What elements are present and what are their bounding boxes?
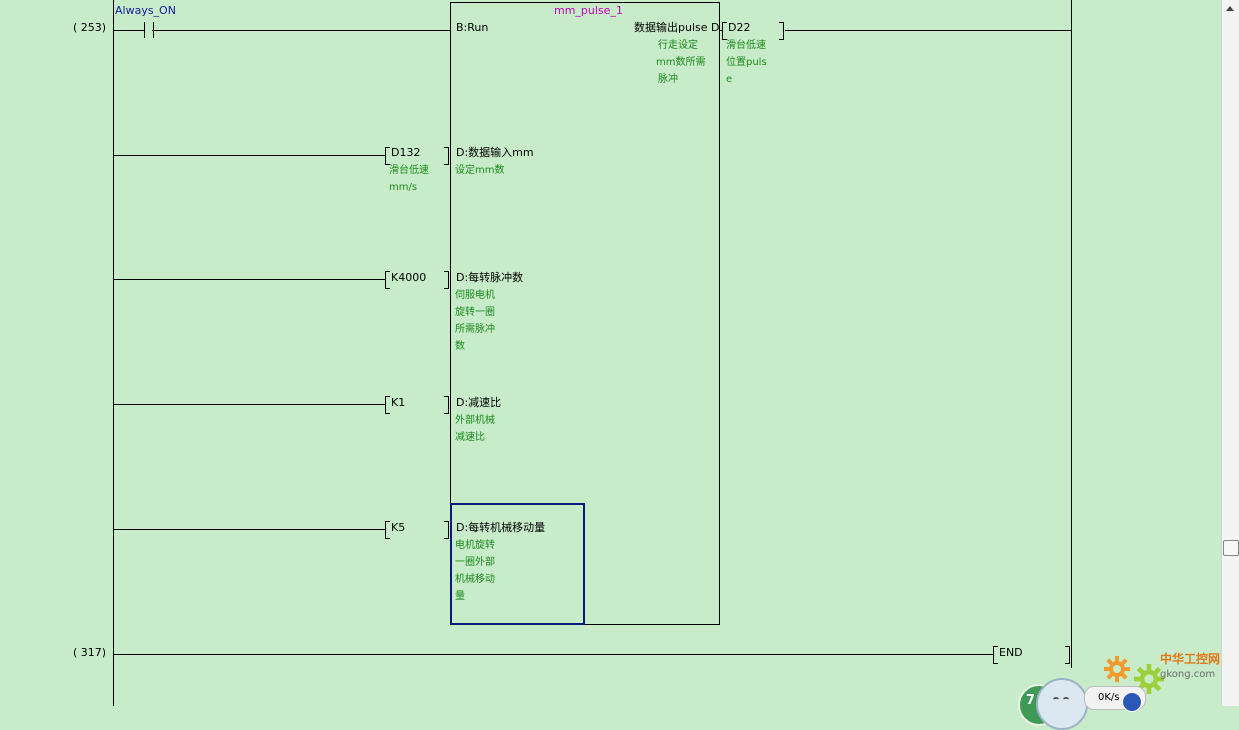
watermark-site-cn: 中华工控网 <box>1160 652 1221 666</box>
face-eye <box>1063 697 1069 702</box>
scroll-thumb[interactable] <box>1223 540 1239 556</box>
input-operand-k5[interactable]: K5 <box>391 521 406 534</box>
pin-comment: 设定mm数 <box>455 165 505 176</box>
rung-wire <box>113 529 385 530</box>
left-power-rail <box>113 0 114 706</box>
selection-cursor[interactable] <box>450 503 585 625</box>
pin-comment: 量 <box>455 591 465 602</box>
rung-wire <box>785 30 1071 31</box>
pin-comment: 数 <box>455 341 465 352</box>
notification-icon[interactable] <box>1122 692 1142 712</box>
operand-bracket-right <box>444 147 449 165</box>
pin-output-comment-3: 脉冲 <box>658 74 678 85</box>
rung-wire <box>113 279 385 280</box>
output-operand[interactable]: D22 <box>728 21 751 34</box>
operand-bracket-left <box>722 22 727 40</box>
pin-run: B:Run <box>456 21 489 34</box>
rung-wire <box>719 30 722 31</box>
operand-bracket-left <box>385 147 390 165</box>
pin-comment: 外部机械 <box>455 415 495 426</box>
float-ball-icon[interactable] <box>1036 678 1088 730</box>
pin-comment: 所需脉冲 <box>455 324 495 335</box>
rung-wire <box>152 30 451 31</box>
operand-comment: 滑台低速 <box>389 165 429 176</box>
operand-bracket-left <box>385 396 390 414</box>
pin-comment: 减速比 <box>455 432 485 443</box>
gear-logo-icon <box>1134 664 1164 694</box>
gear-logo-icon <box>1104 656 1130 682</box>
contact-label[interactable]: Always_ON <box>115 4 176 17</box>
rung-wire <box>113 654 993 655</box>
rung-wire <box>113 155 385 156</box>
operand-bracket-right <box>444 396 449 414</box>
output-comment-2: 位置puls <box>726 57 767 68</box>
pin-label: D:减速比 <box>456 396 502 409</box>
input-operand-k4000[interactable]: K4000 <box>391 271 427 284</box>
operand-bracket-right <box>444 271 449 289</box>
function-block-name: mm_pulse_1 <box>554 4 623 17</box>
pin-label: D:每转脉冲数 <box>456 271 524 284</box>
operand-comment: mm/s <box>389 182 418 193</box>
scroll-up-arrow-icon[interactable] <box>1226 6 1234 11</box>
function-block[interactable] <box>450 2 720 625</box>
end-bracket-left <box>993 646 998 664</box>
operand-bracket-right <box>444 521 449 539</box>
rung-wire <box>113 404 385 405</box>
end-instruction[interactable]: END <box>999 646 1023 659</box>
pin-comment: 一圈外部 <box>455 557 495 568</box>
pin-comment: 机械移动 <box>455 574 495 585</box>
pin-comment: 旋转一圈 <box>455 307 495 318</box>
pin-label: D:每转机械移动量 <box>456 521 546 534</box>
badge-number: 7 <box>1026 693 1036 708</box>
pin-label: D:数据输入mm <box>456 146 534 159</box>
pin-comment: 电机旋转 <box>455 540 495 551</box>
pin-output-comment-1: 行走设定 <box>658 40 698 51</box>
input-operand-k1[interactable]: K1 <box>391 396 406 409</box>
right-power-rail <box>1071 0 1072 668</box>
operand-bracket-left <box>385 521 390 539</box>
operand-bracket-right <box>779 22 784 40</box>
input-operand-d132[interactable]: D132 <box>391 146 421 159</box>
pin-output-comment-2: mm数所需 <box>656 57 706 68</box>
step-number-253: ( 253) <box>73 21 107 34</box>
vertical-scrollbar[interactable] <box>1221 0 1239 706</box>
operand-bracket-left <box>385 271 390 289</box>
end-bracket-right <box>1065 646 1070 664</box>
rung-wire <box>113 30 144 31</box>
step-number-317: ( 317) <box>73 646 107 659</box>
face-eye <box>1053 697 1059 702</box>
output-comment-1: 滑台低速 <box>726 40 766 51</box>
pin-output: 数据输出pulse D <box>634 21 720 34</box>
pin-comment: 伺服电机 <box>455 290 495 301</box>
watermark-site: gkong.com <box>1160 669 1216 680</box>
output-comment-3: e <box>726 74 733 85</box>
net-speed-text: 0K/s <box>1098 692 1120 703</box>
